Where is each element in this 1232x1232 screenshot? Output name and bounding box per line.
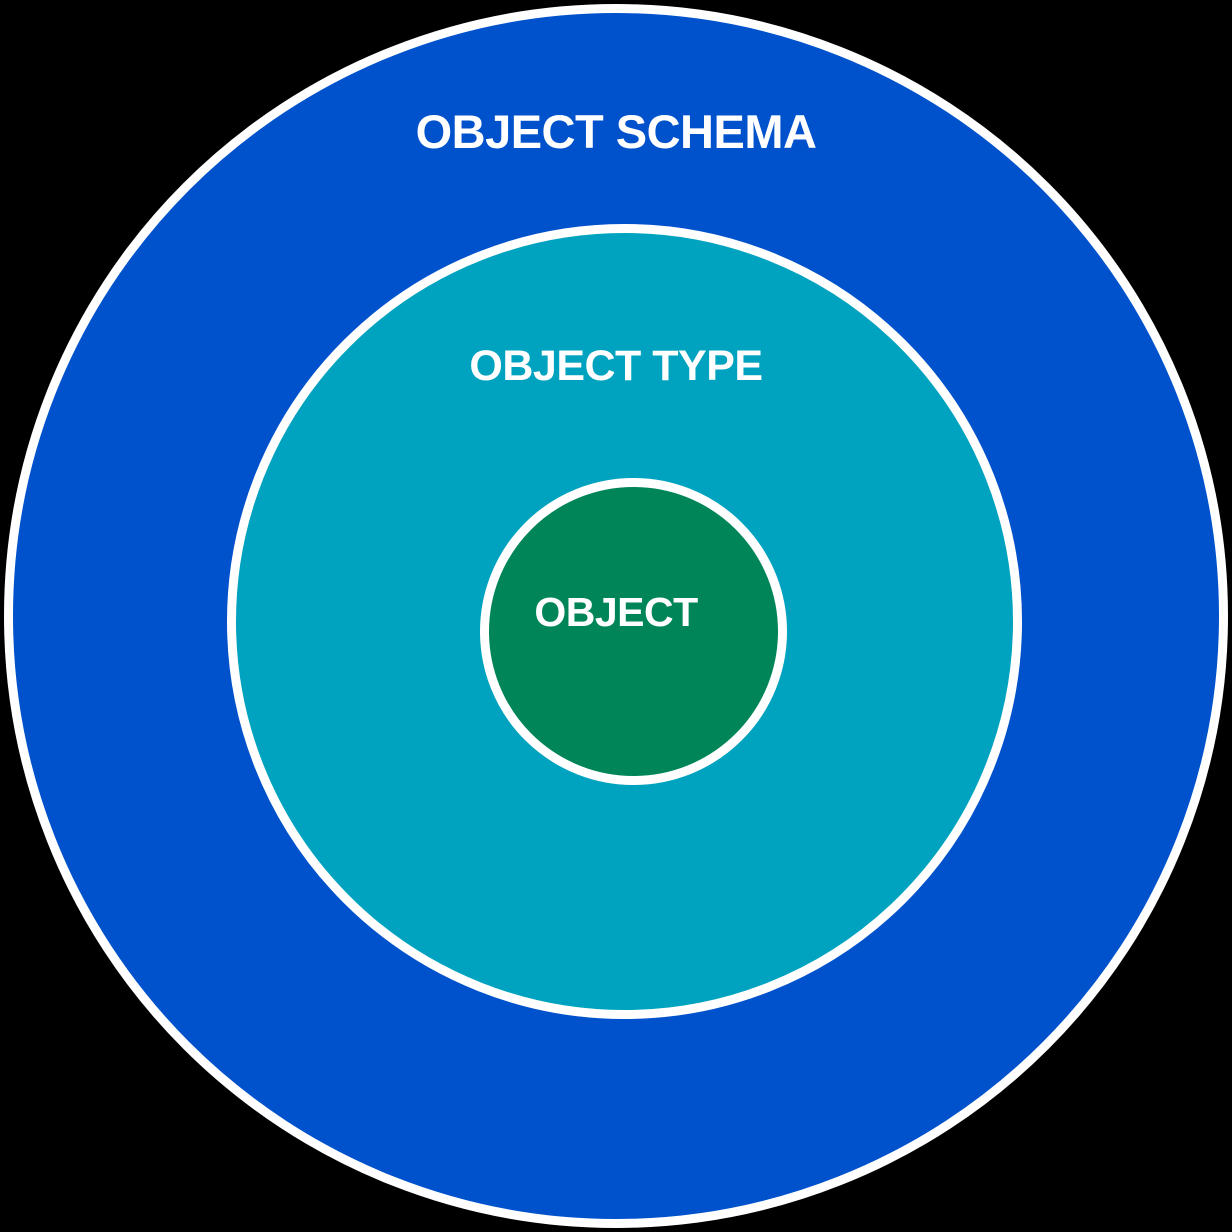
object-type-circle [227, 224, 1022, 1019]
object-type-label: OBJECT TYPE [469, 342, 763, 390]
object-schema-label: OBJECT SCHEMA [415, 105, 817, 158]
object-schema-circle [4, 4, 1228, 1228]
object-circle [480, 478, 787, 785]
object-label: OBJECT [534, 589, 698, 635]
